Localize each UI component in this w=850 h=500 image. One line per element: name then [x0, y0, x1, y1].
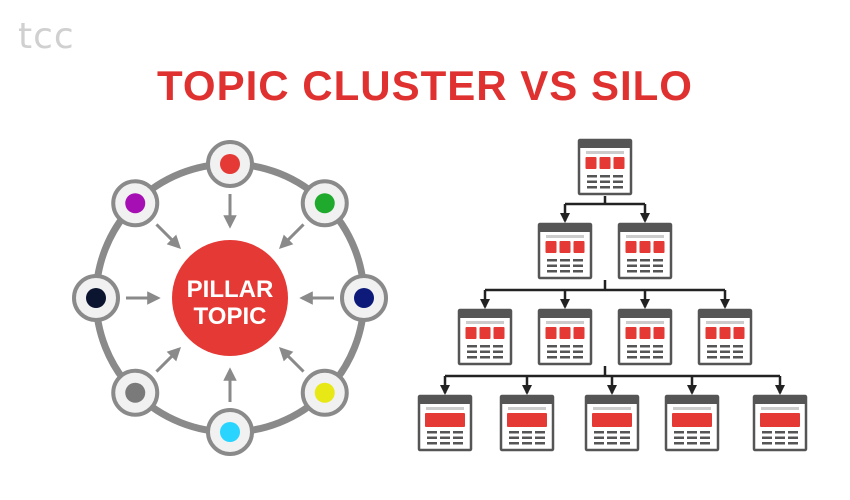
- cluster-node-bottom-dot: [220, 422, 240, 442]
- silo-diagram: [417, 138, 808, 452]
- silo-page-l2-1: [537, 222, 593, 280]
- cluster-node-left: [72, 274, 120, 322]
- cluster-node-top-right-arrow: [279, 223, 305, 249]
- cluster-node-bottom-left: [111, 368, 160, 417]
- silo-page-l2-2: [617, 222, 673, 280]
- pillar-topic-line1: PILLAR: [187, 276, 274, 303]
- silo-page-l3-3: [617, 308, 673, 366]
- silo-page-l3-4: [697, 308, 753, 366]
- cluster-node-top-left-arrow: [155, 223, 181, 249]
- cluster-node-top-dot: [220, 154, 240, 174]
- cluster-node-bottom-right: [300, 368, 349, 417]
- cluster-node-right-dot: [354, 288, 374, 308]
- cluster-node-right: [340, 274, 388, 322]
- cluster-node-bottom-left-arrow: [155, 347, 181, 373]
- cluster-node-top-left: [111, 179, 160, 228]
- silo-page-l3-1: [457, 308, 513, 366]
- silo-page-l4-3: [584, 394, 640, 452]
- silo-page-l4-1: [417, 394, 473, 452]
- page-title: TOPIC CLUSTER VS SILO: [157, 62, 693, 109]
- silo-page-l4-2: [499, 394, 555, 452]
- pillar-topic-line2: TOPIC: [194, 303, 267, 330]
- topic-cluster-diagram: PILLAR TOPIC: [72, 140, 388, 456]
- pillar-topic-circle: [172, 240, 288, 356]
- cluster-node-top-right: [300, 179, 349, 228]
- silo-page-l4-5: [752, 394, 808, 452]
- cluster-node-bottom-left-dot: [125, 382, 146, 403]
- cluster-node-bottom: [206, 408, 254, 456]
- silo-page-l1-1: [577, 138, 633, 196]
- silo-page-l3-2: [537, 308, 593, 366]
- tcc-logo: tcc: [18, 16, 75, 57]
- cluster-node-top-right-dot: [314, 193, 335, 214]
- silo-page-l4-4: [664, 394, 720, 452]
- cluster-node-top: [206, 140, 254, 188]
- cluster-node-bottom-right-arrow: [279, 347, 305, 373]
- cluster-node-bottom-right-dot: [314, 382, 335, 403]
- cluster-node-top-left-dot: [125, 193, 146, 214]
- cluster-node-left-dot: [86, 288, 106, 308]
